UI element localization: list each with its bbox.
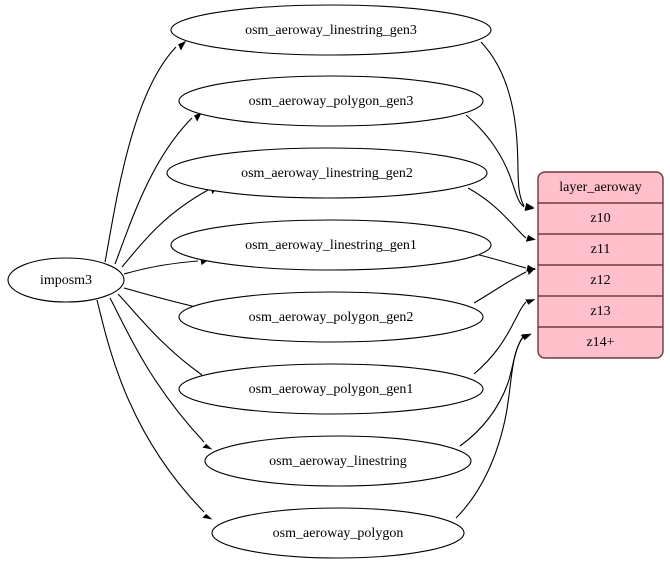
osm_aeroway_linestring_gen2-ellipse[interactable] bbox=[166, 147, 488, 199]
osm_aeroway_polygon_gen2-ellipse[interactable] bbox=[178, 291, 484, 343]
imposm3-label: imposm3 bbox=[40, 273, 92, 288]
edge-polygon-gen2-to-z12 bbox=[473, 267, 536, 304]
layer-aeroway-row-z10-label: z10 bbox=[590, 211, 610, 226]
osm_aeroway_linestring_gen2-label: osm_aeroway_linestring_gen2 bbox=[241, 166, 413, 181]
edge-imposm3-to-polygon bbox=[96, 299, 213, 520]
node-layer-aeroway[interactable]: layer_aeroway z10 z11 z12 z13 z14+ bbox=[537, 171, 664, 359]
layer-aeroway-row-z14-label: z14+ bbox=[586, 335, 614, 350]
edge-imposm3-to-polygon-gen3 bbox=[114, 111, 203, 265]
osm_aeroway_linestring-ellipse[interactable] bbox=[204, 435, 472, 487]
layer-aeroway-row-z13-label: z13 bbox=[590, 304, 610, 319]
edge-imposm3-to-linestring-gen1 bbox=[123, 259, 210, 275]
edge-group-tables-to-layer bbox=[455, 41, 536, 519]
osm_aeroway_polygon_gen1-ellipse[interactable] bbox=[178, 363, 484, 415]
osm_aeroway_linestring_gen3-ellipse[interactable] bbox=[170, 4, 492, 56]
node-osm_aeroway_polygon_gen1[interactable]: osm_aeroway_polygon_gen1 bbox=[178, 363, 484, 415]
node-osm_aeroway_linestring_gen1[interactable]: osm_aeroway_linestring_gen1 bbox=[170, 219, 492, 271]
node-osm_aeroway_linestring_gen2[interactable]: osm_aeroway_linestring_gen2 bbox=[166, 147, 488, 199]
osm_aeroway_polygon_gen2-label: osm_aeroway_polygon_gen2 bbox=[249, 310, 414, 325]
edge-polygon-gen1-to-z13 bbox=[473, 299, 536, 375]
osm_aeroway_linestring_gen1-ellipse[interactable] bbox=[170, 219, 492, 271]
node-osm_aeroway_polygon_gen3[interactable]: osm_aeroway_polygon_gen3 bbox=[178, 75, 484, 127]
node-osm_aeroway_linestring[interactable]: osm_aeroway_linestring bbox=[204, 435, 472, 487]
edge-polygon-to-z14 bbox=[455, 334, 531, 519]
osm_aeroway_linestring_gen3-label: osm_aeroway_linestring_gen3 bbox=[245, 23, 417, 38]
layer-aeroway-row-z11-label: z11 bbox=[591, 242, 611, 257]
osm_aeroway_linestring_gen1-label: osm_aeroway_linestring_gen1 bbox=[245, 238, 417, 253]
edge-linestring-gen2-to-z11 bbox=[467, 187, 536, 242]
osm_aeroway_polygon-ellipse[interactable] bbox=[211, 507, 465, 559]
edge-polygon-gen3-to-z10 bbox=[465, 114, 535, 212]
edge-linestring-gen1-to-z12 bbox=[478, 254, 536, 272]
node-osm_aeroway_polygon_gen2[interactable]: osm_aeroway_polygon_gen2 bbox=[178, 291, 484, 343]
edge-imposm3-to-linestring-gen3 bbox=[104, 40, 187, 263]
edge-linestring-gen3-to-z10 bbox=[480, 41, 535, 211]
osm_aeroway_polygon_gen1-label: osm_aeroway_polygon_gen1 bbox=[249, 382, 414, 397]
osm_aeroway_polygon-label: osm_aeroway_polygon bbox=[273, 526, 404, 541]
node-osm_aeroway_polygon[interactable]: osm_aeroway_polygon bbox=[211, 507, 465, 559]
layer-aeroway-row-z12-label: z12 bbox=[590, 273, 610, 288]
osm_aeroway_linestring-label: osm_aeroway_linestring bbox=[269, 454, 407, 469]
osm_aeroway_polygon_gen3-label: osm_aeroway_polygon_gen3 bbox=[249, 94, 414, 109]
layer-aeroway-header-label: layer_aeroway bbox=[559, 180, 641, 195]
edge-imposm3-to-linestring bbox=[109, 297, 213, 450]
node-imposm3[interactable]: imposm3 bbox=[7, 257, 125, 303]
osm_aeroway_polygon_gen3-ellipse[interactable] bbox=[178, 75, 484, 127]
imposm3-ellipse[interactable] bbox=[7, 257, 125, 303]
node-osm_aeroway_linestring_gen3[interactable]: osm_aeroway_linestring_gen3 bbox=[170, 4, 492, 56]
